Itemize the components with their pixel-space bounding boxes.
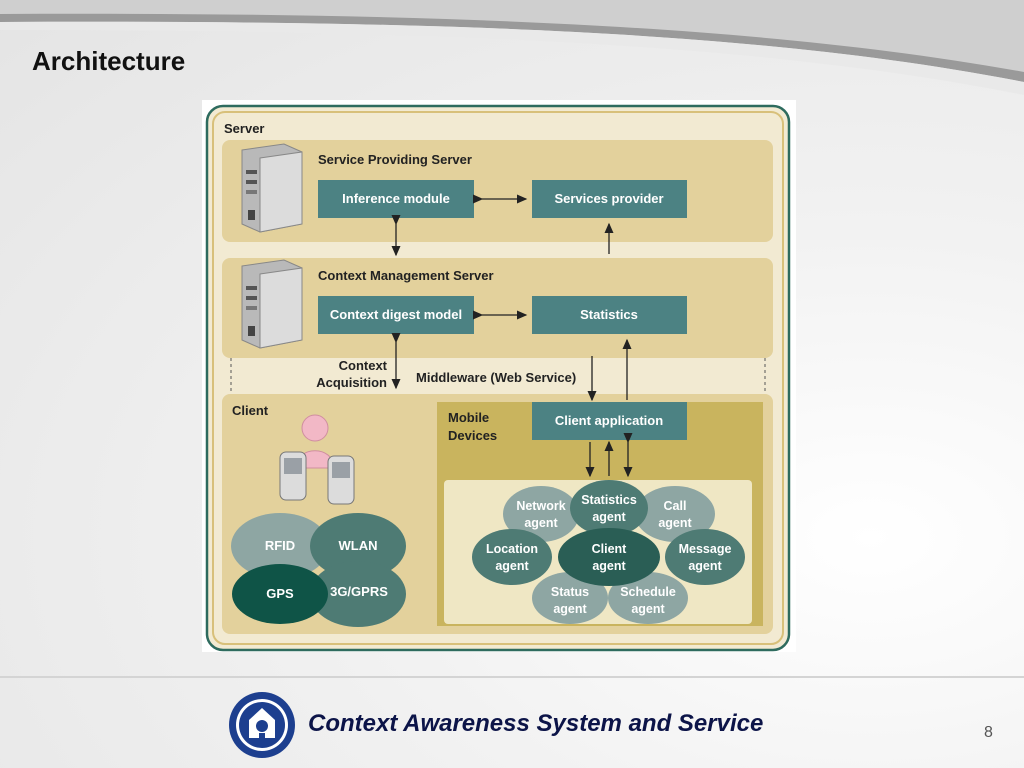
client-application-box — [532, 402, 687, 440]
network-cluster: RFID WLAN GPS 3G/GPRS — [231, 513, 406, 627]
agent-network-line2: agent — [524, 516, 558, 530]
server-label: Server — [224, 121, 264, 136]
statistics-label: Statistics — [580, 307, 638, 322]
diagram-svg: Server Service Providing Server Inferenc… — [205, 104, 791, 652]
server-tower-icon — [241, 259, 303, 349]
agent-message-line1: Message — [679, 542, 732, 556]
agent-network: Network agent — [503, 486, 579, 542]
footer-title: Context Awareness System and Service — [308, 710, 764, 737]
agent-statistics-line2: agent — [592, 510, 626, 524]
agent-schedule-line1: Schedule — [620, 585, 676, 599]
context-digest-model-label: Context digest model — [330, 307, 462, 322]
services-provider-label: Services provider — [554, 191, 663, 206]
agent-call-line1: Call — [664, 499, 687, 513]
agent-location: Location agent — [472, 529, 552, 585]
statistics-box — [532, 296, 687, 334]
agent-status-line1: Status — [551, 585, 589, 599]
rfid-label: RFID — [265, 538, 295, 553]
user-with-phones-icon — [279, 414, 355, 505]
agent-schedule-line2: agent — [631, 602, 665, 616]
context-acquisition-line1: Context — [339, 358, 388, 373]
agent-call: Call agent — [635, 486, 715, 542]
agent-client-line2: agent — [592, 559, 626, 573]
university-seal-logo — [229, 692, 295, 758]
agent-location-line1: Location — [486, 542, 538, 556]
server-tower-icon — [241, 143, 303, 233]
context-digest-model-box — [318, 296, 474, 334]
agent-client: Client agent — [558, 528, 660, 586]
client-application-label: Client application — [555, 413, 663, 428]
agent-client-line1: Client — [592, 542, 628, 556]
mobile-label-line1: Mobile — [448, 410, 489, 425]
agent-location-line2: agent — [495, 559, 529, 573]
sps-title: Service Providing Server — [318, 152, 472, 167]
gprs-label: 3G/GPRS — [330, 584, 388, 599]
context-management-server-panel — [222, 258, 773, 358]
agent-schedule: Schedule agent — [608, 572, 688, 624]
gprs-ellipse — [310, 561, 406, 627]
footer-divider — [0, 676, 1024, 678]
inference-module-label: Inference module — [342, 191, 450, 206]
slide-title: Architecture — [32, 46, 186, 76]
agent-statistics-line1: Statistics — [581, 493, 637, 507]
gps-label: GPS — [266, 586, 294, 601]
agent-network-line1: Network — [516, 499, 565, 513]
page-number: 8 — [984, 724, 993, 741]
client-label: Client — [232, 403, 269, 418]
agent-message-line2: agent — [688, 559, 722, 573]
agent-call-line2: agent — [658, 516, 692, 530]
services-provider-box — [532, 180, 687, 218]
wlan-ellipse — [310, 513, 406, 579]
header-swoosh — [0, 0, 1024, 95]
middleware-label: Middleware (Web Service) — [416, 370, 576, 385]
agent-statistics: Statistics agent — [570, 480, 648, 536]
context-acquisition-line2: Acquisition — [316, 375, 387, 390]
inference-module-box — [318, 180, 474, 218]
gps-ellipse — [232, 564, 328, 624]
rfid-ellipse — [231, 513, 329, 579]
service-providing-server-panel — [222, 140, 773, 242]
connection-arrows — [391, 194, 633, 478]
agent-status-line2: agent — [553, 602, 587, 616]
cms-title: Context Management Server — [318, 268, 494, 283]
agent-status: Status agent — [532, 572, 608, 624]
agent-message: Message agent — [665, 529, 745, 585]
wlan-label: WLAN — [339, 538, 378, 553]
mobile-label-line2: Devices — [448, 428, 497, 443]
architecture-diagram: Server Service Providing Server Inferenc… — [202, 100, 796, 652]
